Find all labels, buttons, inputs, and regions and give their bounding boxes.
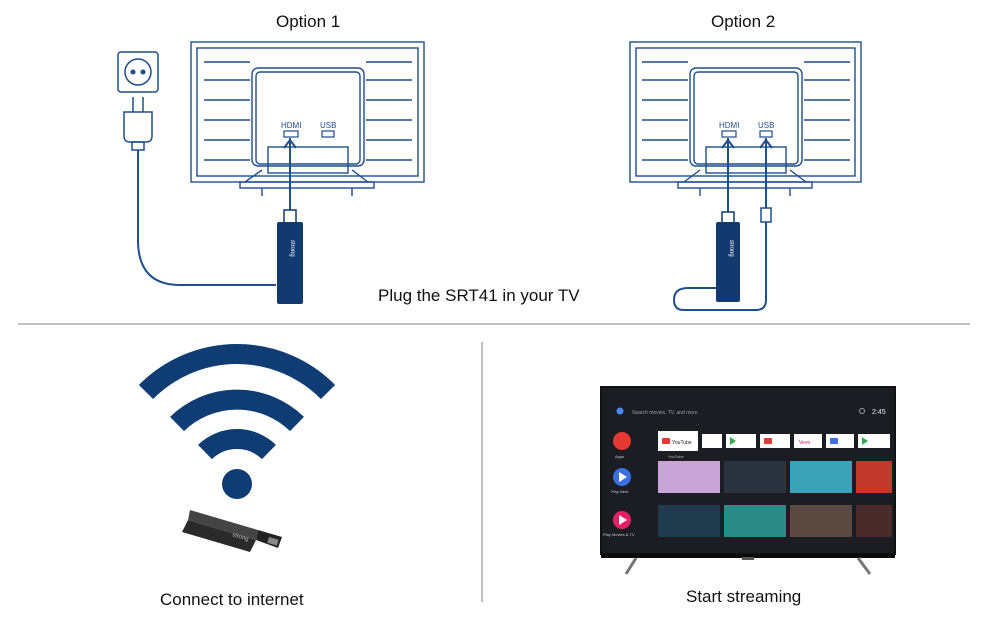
power-cable (137, 150, 276, 286)
svg-text:strong: strong (231, 532, 249, 543)
usb-plug-icon (760, 207, 772, 223)
hdmi-port-icon-2 (721, 130, 737, 138)
svg-text:Apps: Apps (615, 454, 624, 459)
tv-back-option1 (190, 41, 425, 196)
svg-text:YouTube: YouTube (672, 440, 692, 446)
hdmi-label-2: HDMI (719, 121, 739, 130)
option1-title: Option 1 (276, 12, 341, 31)
hdmi-port-icon (283, 130, 299, 138)
usb-label-2: USB (758, 121, 774, 130)
streaming-stick-option1: strong (277, 209, 303, 304)
tv-back-option2 (629, 41, 862, 196)
svg-text:strong: strong (728, 240, 734, 257)
usb-port-icon-2 (759, 130, 773, 138)
streaming-stick-device: strong (182, 510, 282, 552)
power-outlet-icon (117, 51, 159, 93)
connect-caption: Connect to internet (160, 590, 304, 609)
svg-text:Search movies, TV, and more: Search movies, TV, and more (632, 410, 698, 416)
smart-tv: Search movies, TV, and more 2:45 Apps Pl… (600, 386, 896, 575)
svg-text:YouTube: YouTube (668, 454, 684, 459)
svg-text:strong: strong (289, 240, 295, 257)
svg-text:Play Next: Play Next (611, 489, 629, 494)
hdmi-label: HDMI (281, 121, 301, 130)
usb-port-icon (321, 130, 335, 138)
wifi-icon (138, 344, 336, 499)
usb-label: USB (320, 121, 336, 130)
option2-title: Option 2 (711, 12, 776, 31)
svg-text:Play Movies & TV: Play Movies & TV (603, 532, 635, 537)
plug-caption: Plug the SRT41 in your TV (378, 286, 580, 305)
usb-cable (672, 222, 767, 311)
stream-caption: Start streaming (686, 587, 802, 606)
svg-text:2:45: 2:45 (872, 409, 886, 416)
power-adapter-icon (123, 97, 153, 151)
streaming-stick-option2: strong (716, 211, 740, 302)
svg-text:Vevo: Vevo (799, 440, 810, 446)
